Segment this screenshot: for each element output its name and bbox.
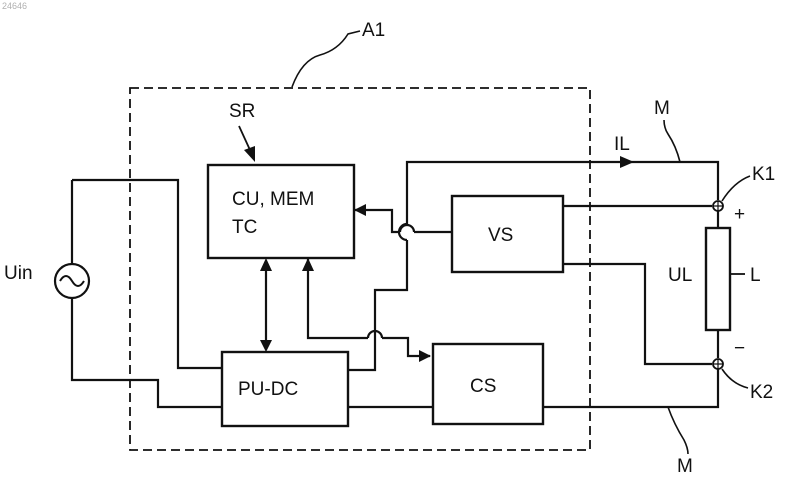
wire-cs-k2 xyxy=(543,368,718,407)
label-minus: − xyxy=(734,338,745,359)
sr-arrow-head xyxy=(244,146,255,162)
label-a1: A1 xyxy=(362,20,385,41)
label-m-top: M xyxy=(654,98,670,119)
sr-arrow-line xyxy=(239,126,250,150)
label-l: L xyxy=(750,265,761,286)
block-cu-mem-tc xyxy=(208,165,354,258)
il-arrow-head xyxy=(620,156,634,168)
cu-vs-arrow-head xyxy=(354,204,366,216)
k1-leader xyxy=(722,176,750,201)
wire-pudc-up xyxy=(348,240,407,370)
label-sr: SR xyxy=(229,101,255,122)
cu-pudc-arrow-up xyxy=(260,258,272,271)
m-bottom-leader xyxy=(668,407,688,454)
label-k2: K2 xyxy=(750,382,773,403)
wire-uin-lower xyxy=(72,298,222,407)
pudc-label: PU-DC xyxy=(238,379,298,400)
label-k1: K1 xyxy=(752,164,775,185)
vs-label: VS xyxy=(488,225,513,246)
load-l xyxy=(706,228,730,330)
cs-cu-arrow-head xyxy=(302,258,314,271)
wire-uin-top xyxy=(72,180,222,368)
label-ul: UL xyxy=(668,265,692,286)
wire-hop-cu-vs xyxy=(400,225,414,232)
wire-cu-cs-a xyxy=(308,258,368,338)
a1-leader xyxy=(292,31,360,87)
cs-label: CS xyxy=(470,376,496,397)
label-m-bottom: M xyxy=(677,456,693,477)
cu-pudc-arrow-down xyxy=(260,340,272,352)
m-top-leader xyxy=(664,120,680,162)
cu-cs-arrow-head xyxy=(419,350,431,362)
label-plus: + xyxy=(734,204,745,225)
cu-label-line2: TC xyxy=(232,217,257,238)
label-uin: Uin xyxy=(4,263,33,284)
cu-label-line1: CU, MEM xyxy=(232,189,314,210)
corner-number: 24646 xyxy=(2,1,27,11)
label-il: IL xyxy=(614,134,630,155)
k2-leader xyxy=(722,369,748,388)
